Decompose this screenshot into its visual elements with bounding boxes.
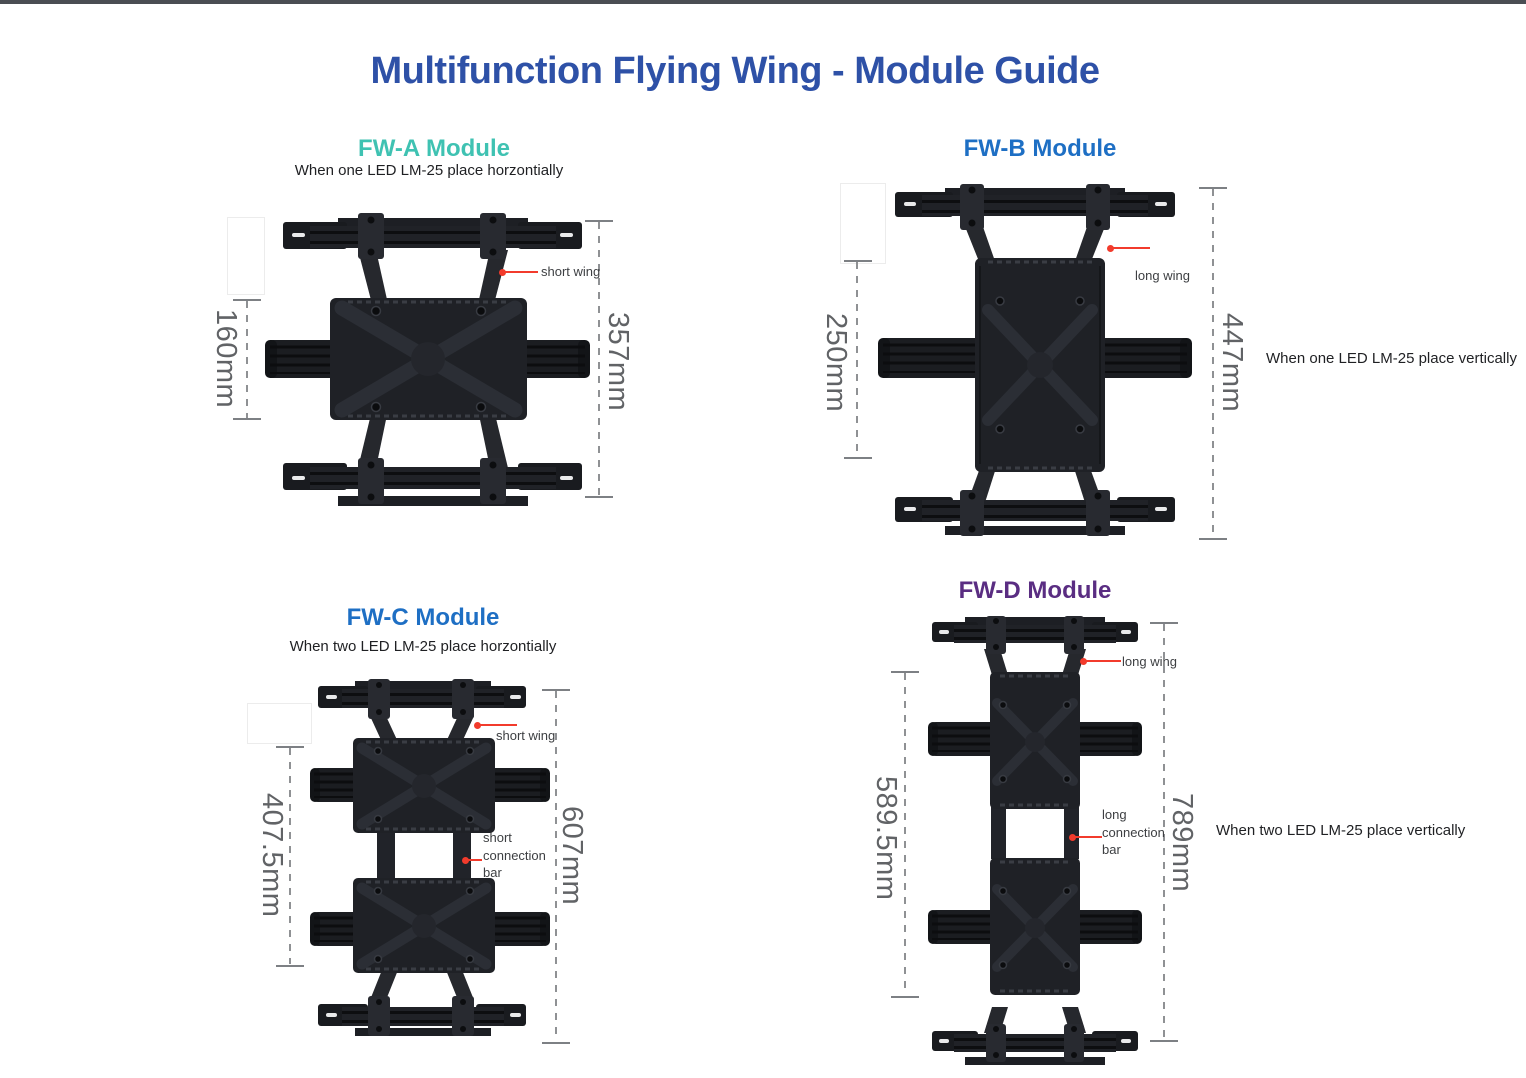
fwa-dim-right-cap-top	[585, 220, 613, 222]
fwb-bottom-rail	[895, 490, 1175, 536]
fwd-top-rail	[932, 616, 1138, 654]
fwc-upper-plate	[353, 738, 495, 833]
fwa-short-wings	[358, 250, 508, 468]
fwd-dim-right-cap-bottom	[1150, 1040, 1178, 1042]
fwd-connection-bar-label-line1: long	[1102, 807, 1127, 822]
fwb-wing-annotation-dot	[1107, 245, 1114, 252]
fwb-module-title: FW-B Module	[963, 135, 1117, 162]
fwc-wing-annotation-dot	[474, 722, 481, 729]
fwd-dim-right-cap-top	[1150, 622, 1178, 624]
fwa-wing-label: short wing	[541, 264, 601, 279]
fwb-dim-right-cap-top	[1199, 187, 1227, 189]
fwa-white-patch	[227, 217, 265, 295]
fwa-wing-annotation-dot	[499, 269, 506, 276]
fwa-dim-right-cap-bottom	[585, 496, 613, 498]
fwa-dim-left-label: 160mm	[210, 309, 242, 409]
fwd-dim-left-label: 589.5mm	[870, 775, 902, 901]
fwc-subtitle: When two LED LM-25 place horzontially	[289, 638, 557, 655]
fwd-dim-right-label: 789mm	[1166, 793, 1198, 893]
fwb-center-plate	[975, 258, 1105, 472]
fwd-connection-bar-label: long connection bar	[1102, 806, 1165, 859]
fwd-module-title: FW-D Module	[958, 577, 1112, 604]
fwb-dim-right-line	[1212, 189, 1214, 537]
fwc-connection-bar-label-line3: bar	[483, 865, 502, 880]
fwc-dim-left-line	[289, 748, 291, 964]
fwc-connection-bar-annotation-dot	[462, 857, 469, 864]
top-border-strip	[0, 0, 1526, 4]
fwa-subtitle: When one LED LM-25 place horzontially	[294, 162, 564, 179]
fwd-dim-left-line	[904, 673, 906, 995]
fwb-dim-left-cap-top	[844, 260, 872, 262]
fwc-dim-left-cap-top	[276, 746, 304, 748]
fwd-connection-bar-label-line2: connection	[1102, 824, 1165, 840]
fwb-dim-left-label: 250mm	[820, 312, 852, 413]
fwc-connection-bar-label-line1: short	[483, 830, 512, 845]
fwc-dim-right-cap-bottom	[542, 1042, 570, 1044]
fwb-dim-left-line	[856, 262, 858, 456]
fwc-connection-bar-label-line2: connection	[483, 847, 546, 863]
fwd-wing-annotation-dot	[1080, 658, 1087, 665]
fwc-top-rail	[318, 679, 526, 719]
fwb-dim-right-label: 447mm	[1216, 312, 1248, 413]
fwd-wing-annotation-line	[1085, 660, 1121, 662]
fwc-short-connection-bar	[377, 830, 471, 882]
fwd-dim-left-cap-bottom	[891, 996, 919, 998]
fwc-bottom-rail	[318, 996, 526, 1036]
fwc-dim-right-cap-top	[542, 689, 570, 691]
fwc-wing-label: short wing	[496, 728, 556, 743]
fwd-long-connection-bar	[991, 807, 1079, 859]
fwa-wing-annotation-line	[504, 271, 538, 273]
fwa-module-title: FW-A Module	[358, 135, 510, 162]
fwc-connection-bar-label: short connection bar	[483, 829, 546, 882]
fwb-wing-label: long wing	[1135, 268, 1190, 283]
fwb-diagram	[878, 184, 1192, 536]
fwb-top-rail	[895, 184, 1175, 230]
fwd-lower-plate	[990, 858, 1080, 995]
fwb-wing-annotation-line	[1112, 247, 1150, 249]
fwc-lower-plate	[353, 878, 495, 973]
fwd-wing-label: long wing	[1122, 654, 1177, 669]
fwc-dim-left-cap-bottom	[276, 965, 304, 967]
fwd-dim-left-cap-top	[891, 671, 919, 673]
fwc-module-title: FW-C Module	[346, 604, 500, 631]
fwd-connection-bar-annotation-dot	[1069, 834, 1076, 841]
fwd-diagram	[928, 616, 1142, 1065]
fwc-dim-right-label: 607mm	[556, 806, 588, 906]
fwc-white-patch	[247, 703, 312, 744]
fwa-diagram	[265, 213, 590, 506]
fwa-bottom-rail	[283, 458, 582, 506]
fwa-top-rail	[283, 213, 582, 259]
fwd-connection-bar-label-line3: bar	[1102, 842, 1121, 857]
fwa-dim-left-line	[246, 301, 248, 418]
fwc-dim-right-line	[555, 691, 557, 1041]
fwa-dim-left-cap-bottom	[233, 418, 261, 420]
fwd-connection-bar-annotation-line	[1074, 836, 1102, 838]
fwc-short-wings	[370, 716, 474, 1000]
page-title: Multifunction Flying Wing - Module Guide	[370, 50, 1100, 92]
fwa-center-plate	[330, 298, 527, 420]
fwb-dim-left-cap-bottom	[844, 457, 872, 459]
fwc-connection-bar-annotation-line	[467, 859, 482, 861]
fwc-diagram	[310, 679, 550, 1036]
fwb-white-patch	[840, 183, 886, 264]
fwd-placement-note: When two LED LM-25 place vertically	[1216, 822, 1466, 839]
fwa-dim-left-cap-top	[233, 299, 261, 301]
fwc-dim-left-label: 407.5mm	[256, 793, 288, 918]
fwb-placement-note: When one LED LM-25 place vertically	[1266, 350, 1517, 367]
fwa-dim-right-line	[598, 222, 600, 496]
fwb-dim-right-cap-bottom	[1199, 538, 1227, 540]
fwc-wing-annotation-line	[479, 724, 517, 726]
fwd-dim-right-line	[1163, 624, 1165, 1039]
fwd-upper-plate	[990, 672, 1080, 809]
fwd-bottom-rail	[932, 1024, 1138, 1065]
fwa-dim-right-label: 357mm	[602, 312, 634, 412]
